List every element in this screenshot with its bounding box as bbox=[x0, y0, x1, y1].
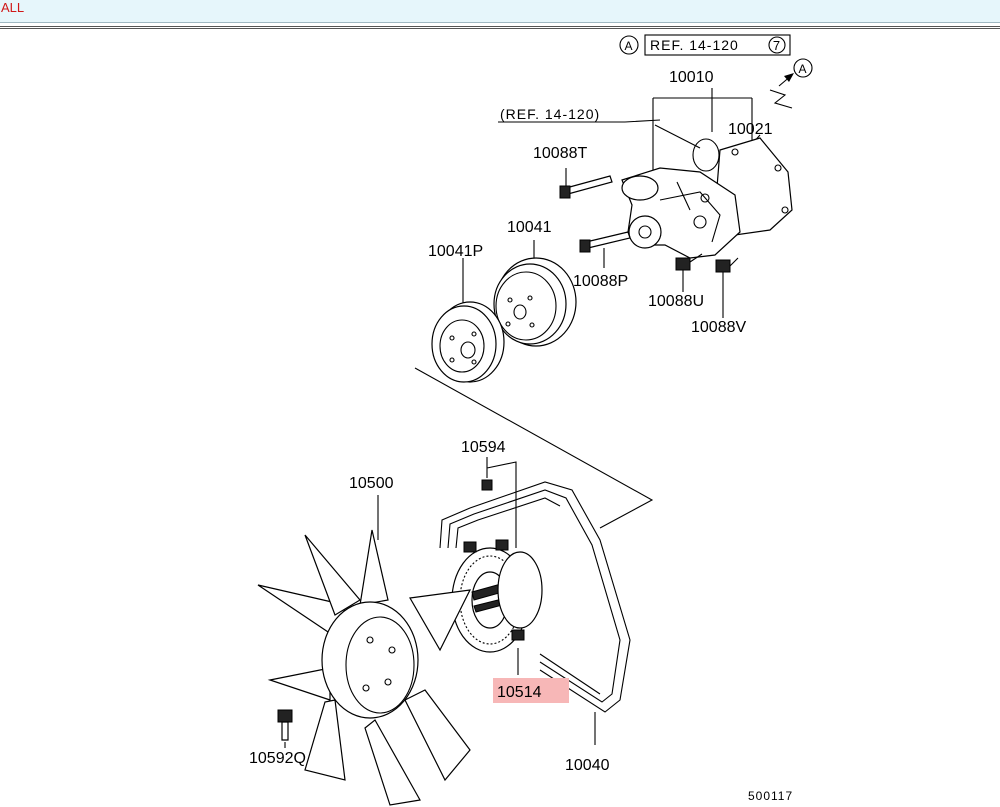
bolts-upper bbox=[559, 175, 739, 273]
divider-line bbox=[0, 28, 1000, 29]
highlight-box bbox=[493, 678, 569, 703]
nut-10594 bbox=[481, 479, 493, 491]
part-label-10040[interactable]: 10040 bbox=[565, 757, 610, 774]
part-label-10594[interactable]: 10594 bbox=[461, 439, 506, 456]
bolt-10088p bbox=[585, 231, 631, 249]
divider-line bbox=[0, 26, 1000, 27]
part-label-10041[interactable]: 10041 bbox=[507, 219, 552, 236]
part-label-10041p[interactable]: 10041P bbox=[428, 243, 483, 260]
part-label-10088p[interactable]: 10088P bbox=[573, 273, 628, 290]
leader-lines-upper bbox=[414, 88, 761, 529]
ref-number-text: 7 bbox=[773, 38, 781, 53]
bolt-10088t bbox=[565, 175, 613, 195]
part-label-10500[interactable]: 10500 bbox=[349, 475, 394, 492]
part-label-10010[interactable]: 10010 bbox=[669, 69, 714, 86]
bolt-10592q bbox=[277, 709, 293, 748]
bolt-head bbox=[559, 185, 571, 199]
fan-10500 bbox=[257, 495, 472, 806]
circle-a-text: A bbox=[624, 39, 633, 53]
ref-number-circle bbox=[768, 36, 786, 54]
v-belt-10040 bbox=[439, 481, 631, 745]
ref-mid-text[interactable]: (REF. 14-120) bbox=[500, 106, 600, 122]
fan-clutch-10514 bbox=[451, 457, 543, 675]
ref-top-group: A REF. 14-120 7 bbox=[619, 34, 791, 56]
arrow-head-icon bbox=[784, 73, 794, 82]
bolt-10088u bbox=[675, 257, 691, 271]
circle-a-marker-2 bbox=[793, 58, 813, 78]
diagram-code: 500117 bbox=[748, 789, 793, 803]
circle-a-marker bbox=[619, 35, 639, 55]
part-label-10592q[interactable]: 10592Q bbox=[249, 750, 306, 767]
part-label-10021[interactable]: 10021 bbox=[728, 121, 773, 138]
bolt-10088v bbox=[715, 259, 731, 273]
arrow-to-a: A bbox=[769, 58, 813, 109]
tab-all[interactable]: ALL bbox=[1, 0, 25, 15]
water-pump bbox=[621, 137, 793, 259]
part-label-10088v[interactable]: 10088V bbox=[691, 319, 746, 336]
part-label-10088u[interactable]: 10088U bbox=[648, 293, 704, 310]
ref-box bbox=[644, 34, 791, 56]
pulley-10041p bbox=[431, 301, 505, 383]
part-label-10514[interactable]: 10514 bbox=[497, 684, 542, 701]
circle-a-text-2: A bbox=[798, 62, 807, 76]
o-ring bbox=[692, 138, 720, 172]
part-label-10088t[interactable]: 10088T bbox=[533, 145, 587, 162]
pulley-10041 bbox=[493, 257, 577, 347]
top-bar: ALL bbox=[0, 0, 1000, 23]
ref-top-text[interactable]: REF. 14-120 bbox=[650, 37, 739, 53]
